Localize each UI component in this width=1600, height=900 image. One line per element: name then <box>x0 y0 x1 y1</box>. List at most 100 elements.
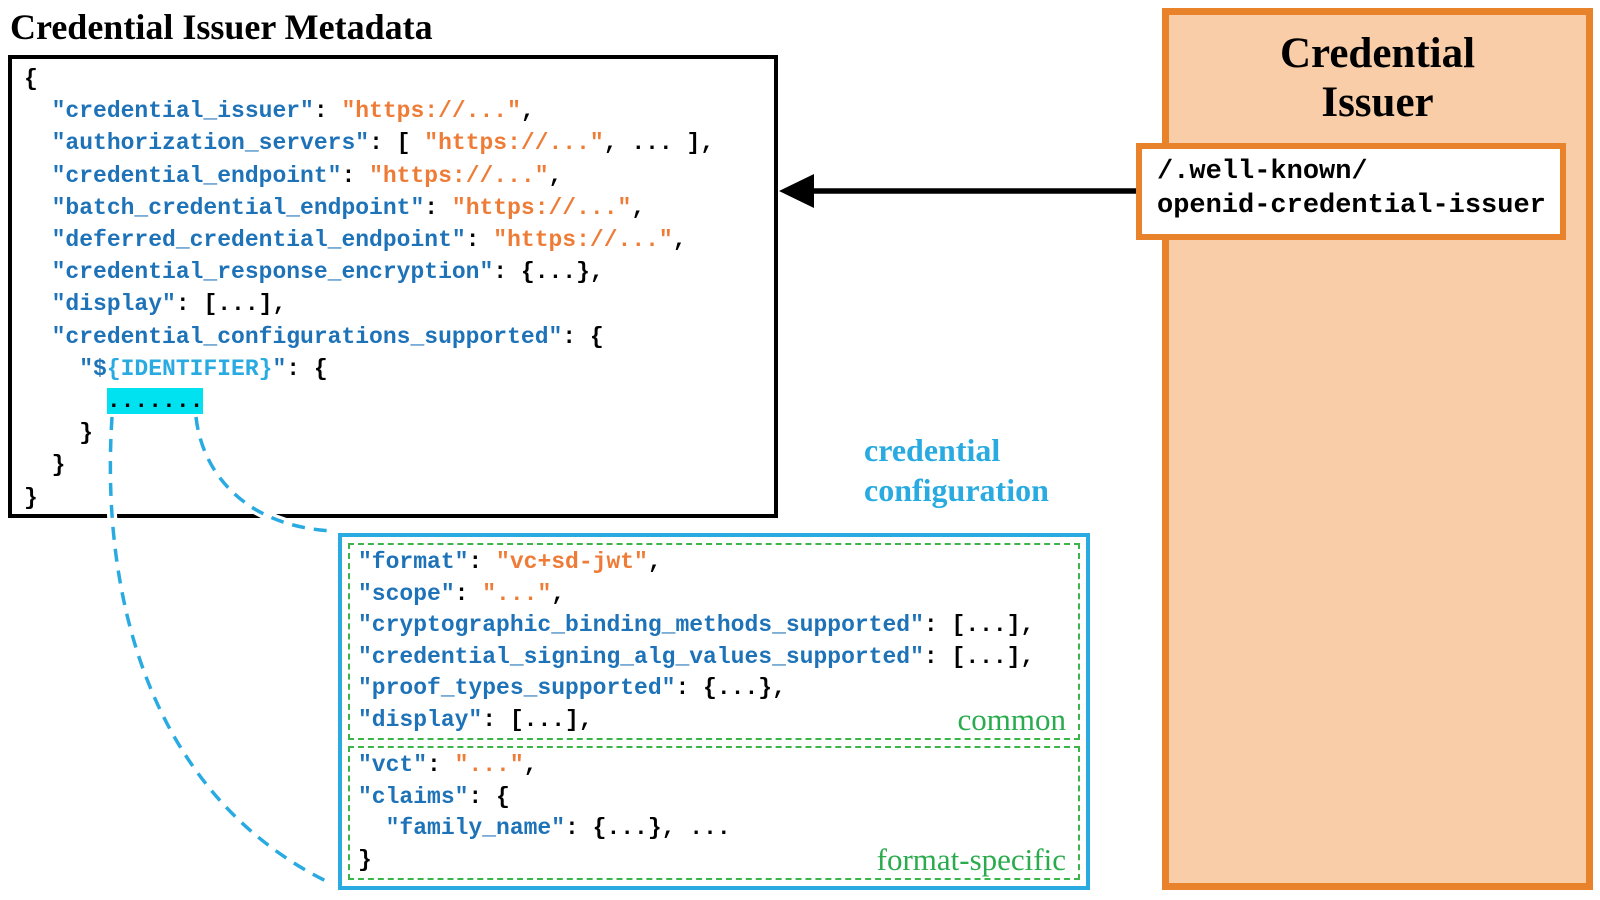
code-line: } <box>24 482 774 514</box>
code-line: } <box>358 845 1070 877</box>
well-known-path-line1: /.well-known/ <box>1157 157 1368 187</box>
code-segment: " <box>272 355 287 382</box>
code-segment: "deferred_credential_endpoint" <box>51 227 466 254</box>
credential-configuration-label-line1: credential <box>864 432 1001 468</box>
code-segment <box>24 163 52 189</box>
code-line: "credential_signing_alg_values_supported… <box>358 642 1070 674</box>
code-segment: : <box>465 227 494 254</box>
code-segment: : <box>468 549 497 575</box>
code-segment: "proof_types_supported" <box>358 675 676 701</box>
code-segment: : <box>424 194 452 221</box>
code-segment: } <box>24 452 66 479</box>
code-segment: "batch_credential_endpoint" <box>51 194 425 221</box>
code-segment: {IDENTIFIER} <box>106 355 273 382</box>
code-line: "proof_types_supported": {...}, <box>358 673 1070 705</box>
code-segment: , ... ], <box>603 130 715 157</box>
code-segment: : [ <box>369 130 425 157</box>
credential-issuer-metadata-box: { "credential_issuer": "https://...", "a… <box>8 55 778 518</box>
code-segment: : {...}, <box>493 259 604 286</box>
format-specific-section-label: format-specific <box>876 842 1066 877</box>
code-segment: "$ <box>79 355 107 382</box>
code-segment: "https://..." <box>341 98 521 125</box>
code-line: "authorization_servers": [ "https://..."… <box>24 127 774 159</box>
code-segment <box>24 291 52 317</box>
code-segment: "..." <box>454 752 524 778</box>
code-segment <box>24 195 52 221</box>
code-segment: , <box>647 549 662 575</box>
code-line: "credential_issuer": "https://...", <box>24 95 774 127</box>
code-line: } <box>24 449 774 481</box>
code-segment: "cryptographic_binding_methods_supported… <box>358 612 924 638</box>
code-segment: : { <box>286 355 328 382</box>
code-segment: } <box>24 420 94 447</box>
credential-issuer-title: Credential Issuer <box>1169 29 1586 127</box>
code-line: "credential_endpoint": "https://...", <box>24 160 774 192</box>
code-segment <box>24 388 107 414</box>
code-segment: : { <box>562 323 604 350</box>
code-line: "format": "vc+sd-jwt", <box>358 547 1070 579</box>
code-segment: : [...], <box>175 291 287 318</box>
code-segment <box>24 130 52 156</box>
page-title: Credential Issuer Metadata <box>10 7 433 47</box>
code-segment: : {...}, ... <box>565 815 731 841</box>
code-segment: } <box>358 846 372 873</box>
code-segment: : [...], <box>923 612 1035 638</box>
code-segment: , <box>672 227 687 254</box>
code-segment: , <box>548 162 563 189</box>
common-section-label: common <box>957 702 1067 737</box>
code-line: "${IDENTIFIER}": { <box>24 353 774 385</box>
code-segment <box>24 259 52 285</box>
code-line: "cryptographic_binding_methods_supported… <box>358 610 1070 642</box>
code-segment: "credential_endpoint" <box>51 162 342 189</box>
metadata-fetch-arrow-head <box>779 174 814 208</box>
code-segment <box>24 98 52 124</box>
code-line: "credential_response_encryption": {...}, <box>24 256 774 288</box>
credential-configuration-label-line2: configuration <box>864 472 1049 508</box>
code-segment: } <box>24 484 38 511</box>
code-line: "display": [...], <box>24 288 774 320</box>
code-segment: : <box>454 580 483 607</box>
code-segment <box>24 324 52 350</box>
code-segment: , <box>523 752 538 778</box>
code-segment <box>24 227 52 253</box>
code-segment: , <box>631 194 646 221</box>
credential-issuer-title-line1: Credential <box>1279 30 1476 77</box>
code-segment: : [...], <box>923 643 1035 670</box>
format-specific-json-code: "vct": "...","claims": { "family_name": … <box>358 750 1070 876</box>
credential-issuer-title-line2: Issuer <box>1321 79 1434 126</box>
code-segment: : <box>341 162 370 189</box>
format-specific-section: "vct": "...","claims": { "family_name": … <box>348 746 1080 880</box>
code-segment <box>24 356 79 382</box>
code-segment: { <box>24 66 38 92</box>
code-segment: "claims" <box>358 783 469 810</box>
code-segment: "https://..." <box>451 194 632 221</box>
code-line: "scope": "...", <box>358 579 1070 611</box>
code-line: { <box>24 63 774 95</box>
code-segment: , <box>551 580 566 607</box>
code-segment: "scope" <box>358 580 455 607</box>
code-segment: "vc+sd-jwt" <box>496 549 648 575</box>
code-segment: "format" <box>358 549 469 575</box>
code-segment: "..." <box>482 580 552 607</box>
code-line: "vct": "...", <box>358 750 1070 782</box>
metadata-json-code: { "credential_issuer": "https://...", "a… <box>12 59 774 514</box>
code-segment: "authorization_servers" <box>51 130 370 157</box>
code-line: "claims": { <box>358 782 1070 814</box>
code-segment: "display" <box>51 291 176 318</box>
well-known-endpoint-box: /.well-known/ openid-credential-issuer <box>1136 143 1566 240</box>
code-segment: "credential_issuer" <box>51 98 314 125</box>
code-segment <box>358 815 386 841</box>
code-segment: : {...}, <box>675 675 786 701</box>
code-line: } <box>24 417 774 449</box>
credential-configuration-box: "format": "vc+sd-jwt","scope": "...","cr… <box>338 533 1090 890</box>
code-segment: "credential_signing_alg_values_supported… <box>358 643 924 670</box>
common-json-code: "format": "vc+sd-jwt","scope": "...","cr… <box>358 547 1070 736</box>
code-line: "deferred_credential_endpoint": "https:/… <box>24 224 774 256</box>
code-line: "credential_configurations_supported": { <box>24 321 774 353</box>
common-parameters-section: "format": "vc+sd-jwt","scope": "...","cr… <box>348 543 1080 740</box>
code-segment: "family_name" <box>385 815 566 841</box>
code-segment: : <box>313 98 342 125</box>
code-segment: "display" <box>358 706 483 733</box>
code-segment: "https://..." <box>369 162 549 189</box>
